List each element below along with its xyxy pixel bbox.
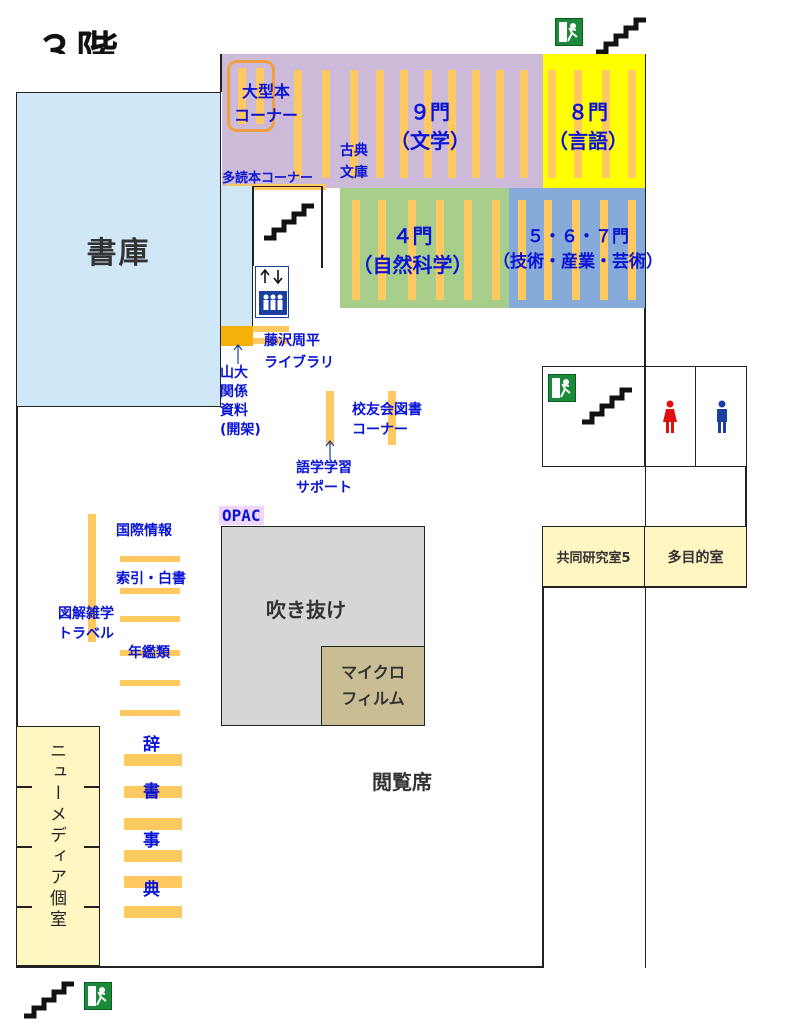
jisho-label-2: 書 xyxy=(143,782,160,802)
tamokuteki-label: 多目的室 xyxy=(667,549,724,566)
oogatabon-label: 大型本 コーナー xyxy=(233,82,298,125)
koten-label: 古典 文庫 xyxy=(340,143,368,181)
tadokubon-label: 多読本コーナー xyxy=(222,171,314,186)
kokusai-label: 国際情報 xyxy=(116,523,172,539)
yamadai-label: 山大 関係 資料 (開架) xyxy=(220,365,261,438)
stairs-icon xyxy=(596,17,646,55)
arrow-icon xyxy=(325,440,335,460)
corridor xyxy=(221,186,253,326)
tamokuteki-room: 多目的室 xyxy=(644,526,747,587)
jisho-label-3: 事 xyxy=(143,831,160,851)
shoko-stacks: 書庫 xyxy=(16,92,221,407)
emergency-exit-icon xyxy=(555,18,583,46)
class8-label: ８門 （言語） xyxy=(548,100,628,153)
gogaku-label: 語学学習 サポート xyxy=(296,460,352,496)
kyodo5-label: 共同研究室5 xyxy=(556,551,631,566)
newmedia-label: ニューメディア個室 xyxy=(46,742,66,931)
class4-area xyxy=(340,188,510,308)
sakuin-label: 索引・白書 xyxy=(116,571,186,587)
fukinuke-label: 吹き抜け xyxy=(266,598,346,622)
male-restroom-icon xyxy=(717,400,727,433)
emergency-exit-icon xyxy=(548,374,576,402)
stairs-icon xyxy=(264,203,314,241)
class9-label: ９門 （文学） xyxy=(390,100,470,153)
microfilm-room: マイクロ フィルム xyxy=(321,646,425,726)
shoko-label: 書庫 xyxy=(86,235,151,271)
class567-label: ５・６・７門 （技術・産業・芸術） xyxy=(493,227,663,272)
emergency-exit-icon xyxy=(84,982,112,1010)
stairs-room xyxy=(253,186,323,266)
stairs-icon xyxy=(24,981,74,1019)
elevator-icon xyxy=(255,266,289,318)
zukai-label: 図解雑学 トラベル xyxy=(58,606,114,642)
fujisawa-label: 藤沢周平 ライブラリ xyxy=(264,333,334,371)
female-restroom-icon xyxy=(663,400,677,433)
class4-label: ４門 （自然科学） xyxy=(352,224,473,277)
etsuran-label: 閲覧席 xyxy=(372,770,432,794)
microfilm-label: マイクロ フィルム xyxy=(341,663,405,708)
oogatabon-shelf xyxy=(227,60,275,132)
opac-terminal: OPAC xyxy=(219,506,264,525)
nenkan-label: 年鑑類 xyxy=(128,645,170,661)
jisho-label-1: 辞 xyxy=(143,735,160,755)
koyukai-label: 校友会図書 コーナー xyxy=(352,402,422,438)
stairs-icon xyxy=(582,387,632,425)
arrow-icon xyxy=(233,344,243,364)
jisho-label-4: 典 xyxy=(143,880,160,900)
male-restroom xyxy=(695,366,747,467)
kyodo-kenkyushitsu-5: 共同研究室5 xyxy=(542,526,645,587)
